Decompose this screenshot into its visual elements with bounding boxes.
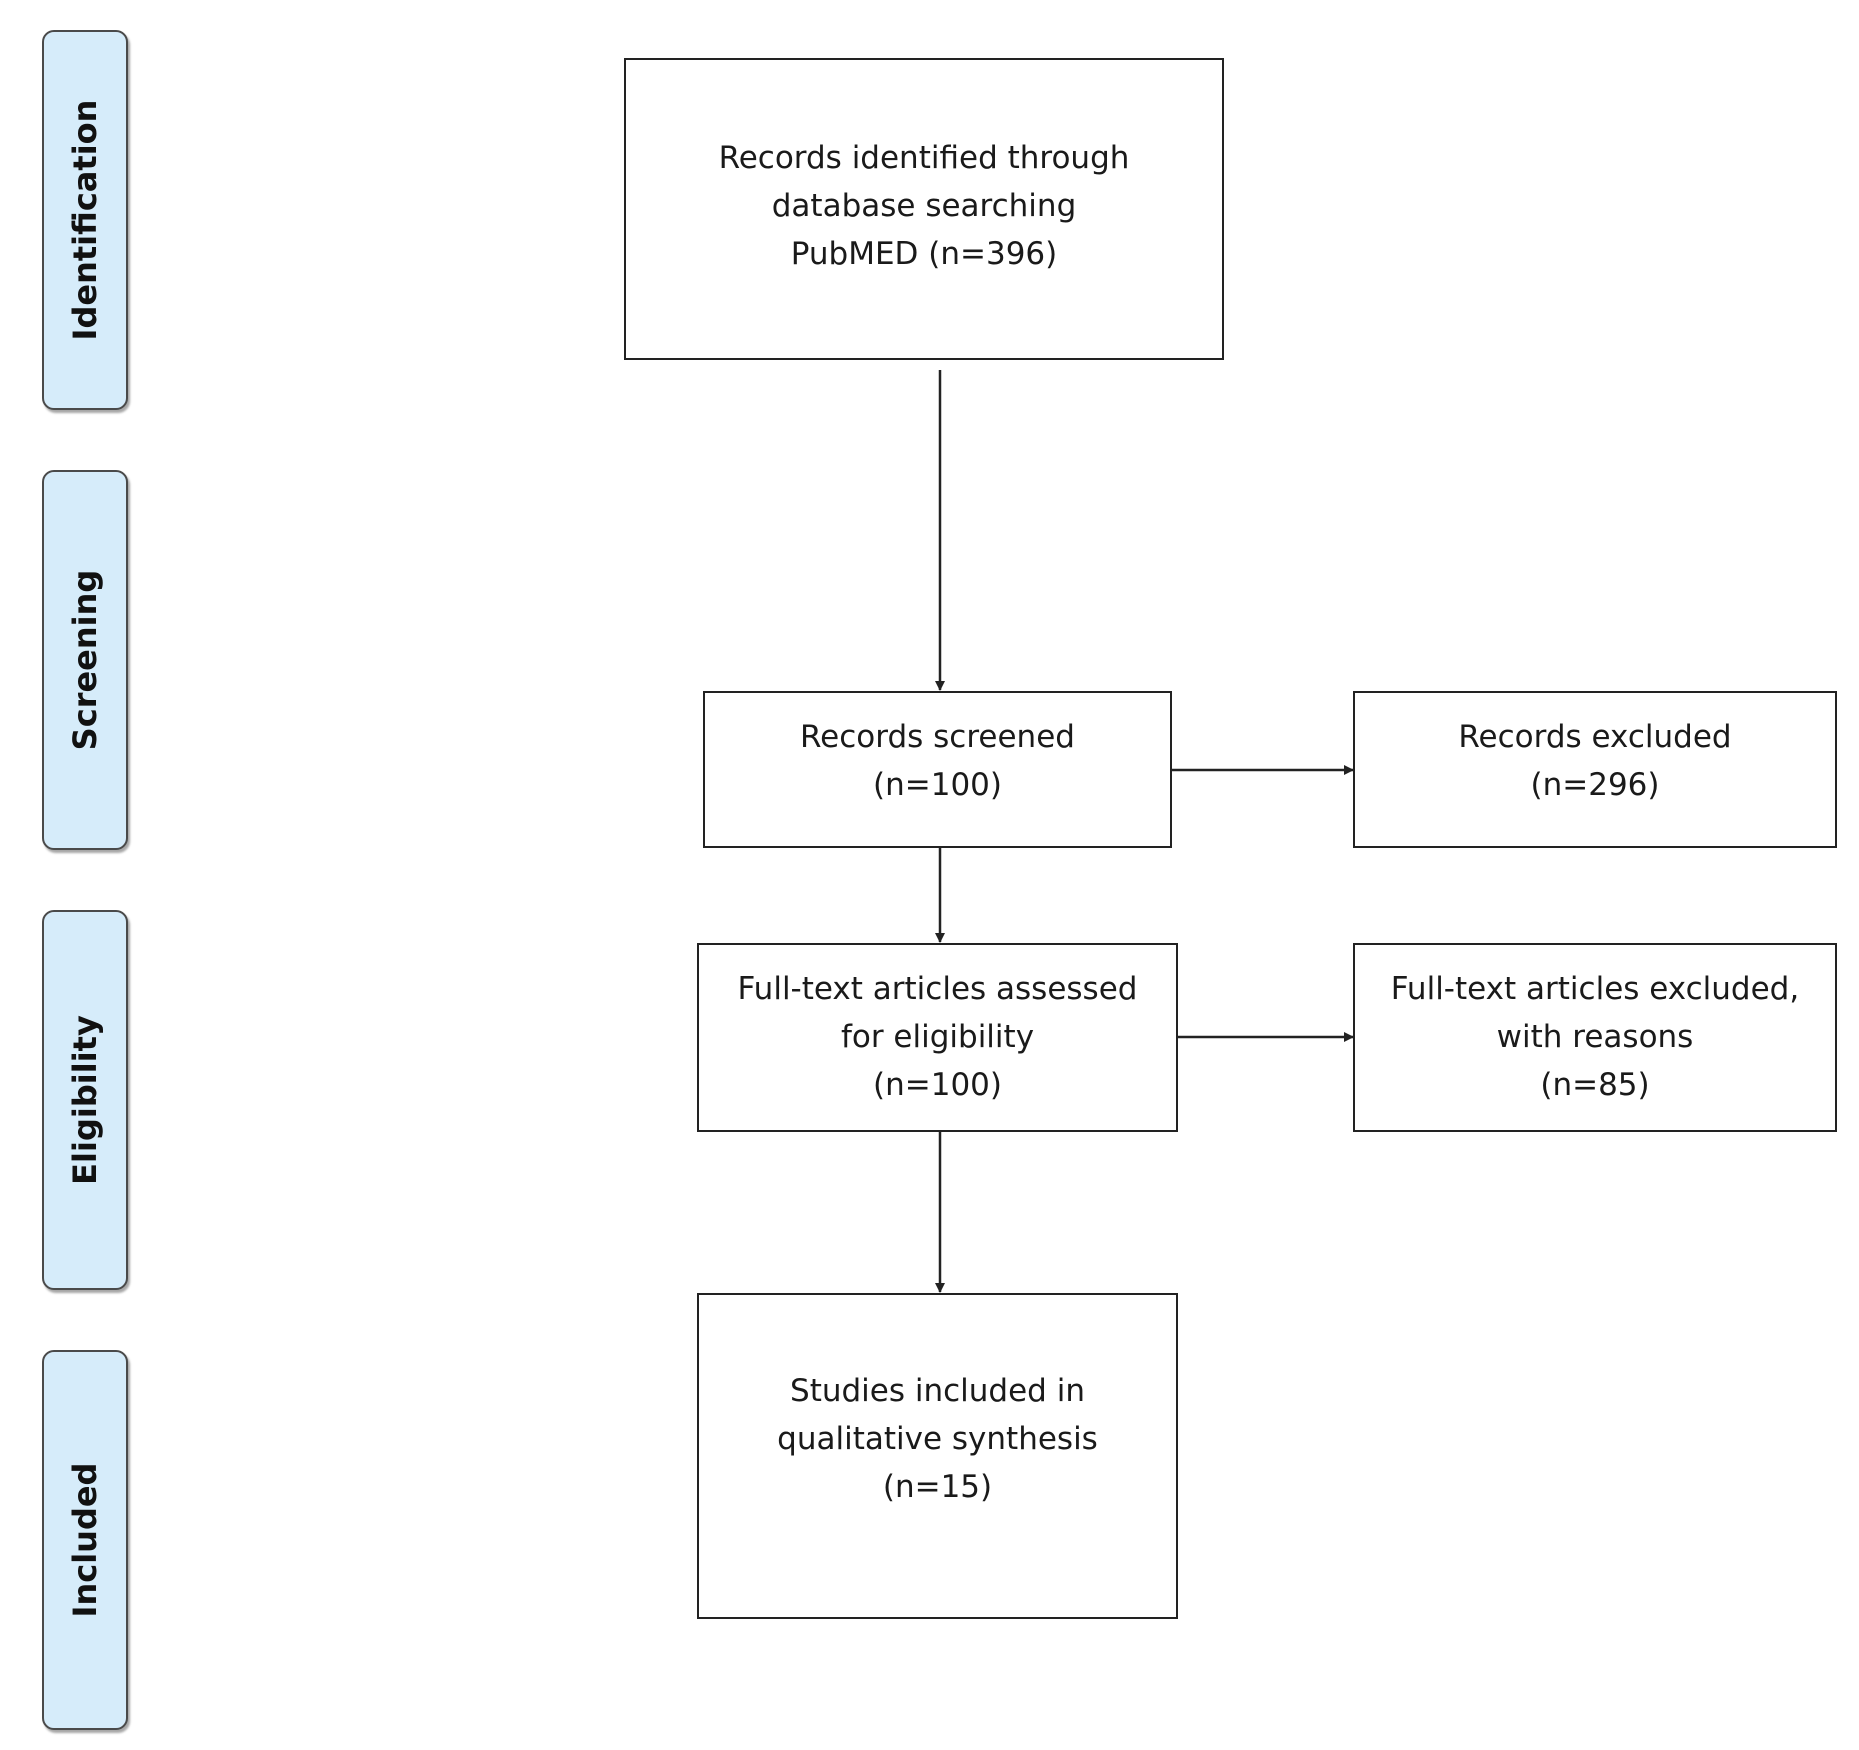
box-fulltext-assessed: Full-text articles assessed for eligibil… (697, 943, 1178, 1132)
box-fulltext-assessed-line3: (n=100) (873, 1067, 1002, 1103)
phase-screening: Screening (42, 470, 128, 850)
box-fulltext-excluded-line3: (n=85) (1540, 1067, 1650, 1103)
box-studies-included-line3: (n=15) (882, 1469, 993, 1505)
box-studies-included: Studies included in qualitative synthesi… (697, 1293, 1178, 1619)
box-records-identified: Records identified through database sear… (624, 58, 1224, 360)
box-fulltext-assessed-line2: for eligibility (840, 1019, 1035, 1055)
box-records-identified-line2: database searching (771, 188, 1077, 224)
box-records-screened-line1: Records screened (800, 719, 1075, 755)
phase-included: Included (42, 1350, 128, 1730)
phase-identification: Identification (42, 30, 128, 410)
box-records-excluded-line1: Records excluded (1458, 719, 1732, 755)
box-records-identified-line1: Records identified through (718, 140, 1130, 176)
box-fulltext-excluded: Full-text articles excluded, with reason… (1353, 943, 1837, 1132)
box-records-excluded: Records excluded (n=296) (1353, 691, 1837, 848)
phase-eligibility: Eligibility (42, 910, 128, 1290)
box-records-screened: Records screened (n=100) (703, 691, 1172, 848)
box-fulltext-assessed-line1: Full-text articles assessed (737, 971, 1138, 1007)
box-fulltext-excluded-line1: Full-text articles excluded, (1390, 971, 1800, 1007)
box-studies-included-line1: Studies included in (790, 1373, 1085, 1409)
box-fulltext-excluded-line2: with reasons (1496, 1019, 1694, 1055)
box-records-excluded-line2: (n=296) (1530, 767, 1660, 803)
box-records-identified-line3: PubMED (n=396) (790, 236, 1058, 272)
box-studies-included-line2: qualitative synthesis (777, 1421, 1098, 1457)
box-records-screened-line2: (n=100) (873, 767, 1002, 803)
